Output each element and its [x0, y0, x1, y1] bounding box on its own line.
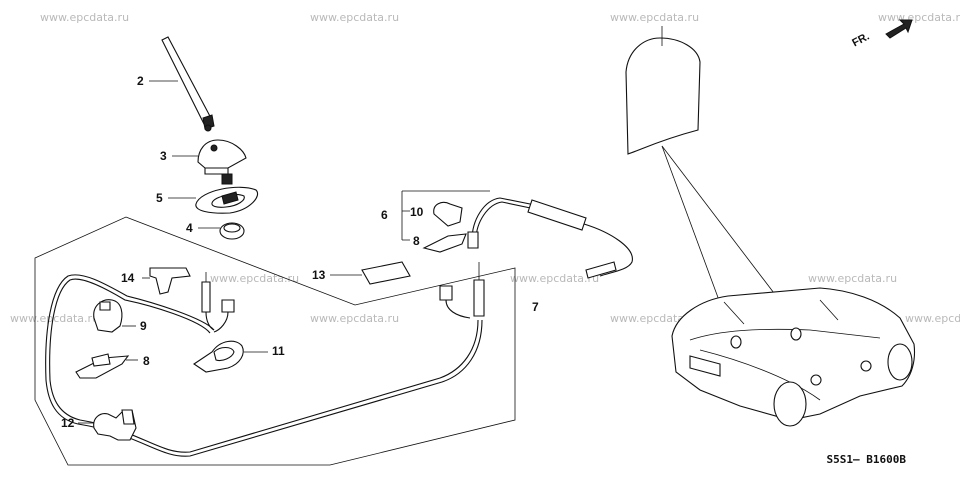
- antenna-mast-part: [149, 36, 215, 132]
- watermark: www.epcdata.ru: [310, 11, 400, 24]
- diagram-code: S5S1— B1600B: [826, 453, 906, 466]
- watermark: www.epcdata.ru: [310, 312, 400, 325]
- callout-5: 5: [156, 191, 163, 205]
- feeder-cable-part-6: [401, 190, 633, 279]
- callout-4: 4: [186, 221, 193, 235]
- trim-cover-panel: [625, 26, 797, 331]
- callout-10: 10: [410, 205, 424, 219]
- callout-14: 14: [121, 271, 135, 285]
- base-gasket-part: [168, 186, 258, 214]
- assembly-frame: [34, 216, 516, 466]
- antenna-base-part: [172, 139, 247, 185]
- callout-8-upper: 8: [413, 234, 420, 248]
- callout-2: 2: [137, 74, 144, 88]
- watermark: www.epcdata.ru: [40, 11, 130, 24]
- callout-8-lower: 8: [143, 354, 150, 368]
- callout-9: 9: [140, 319, 147, 333]
- callout-6: 6: [381, 208, 388, 222]
- watermark: www.epcdata.ru: [808, 272, 898, 285]
- cable-harness: [45, 262, 485, 457]
- clip-part-8-lower: [75, 353, 138, 379]
- watermark: www.epcdata.ru: [510, 272, 600, 285]
- watermark: www.epcdata.ru: [610, 312, 700, 325]
- clip-part-12: [78, 409, 137, 441]
- watermark: www.epcdata.ru: [610, 11, 700, 24]
- callout-3: 3: [160, 149, 167, 163]
- vehicle-illustration: [671, 287, 916, 427]
- front-arrow-icon: [885, 19, 913, 39]
- clip-part-9: [93, 299, 136, 333]
- watermark: www.epcdata.ru: [878, 11, 960, 24]
- clamp-part-11: [193, 340, 268, 373]
- watermark: www.epcdata.ru: [10, 312, 100, 325]
- pad-part-13: [330, 261, 411, 285]
- bracket-part-14: [142, 267, 191, 295]
- callout-13: 13: [312, 268, 326, 282]
- grommet-part: [198, 222, 245, 240]
- callout-12: 12: [61, 416, 75, 430]
- watermark: www.epcdata.ru: [905, 312, 960, 325]
- callout-11: 11: [272, 344, 285, 358]
- callout-7: 7: [532, 300, 539, 314]
